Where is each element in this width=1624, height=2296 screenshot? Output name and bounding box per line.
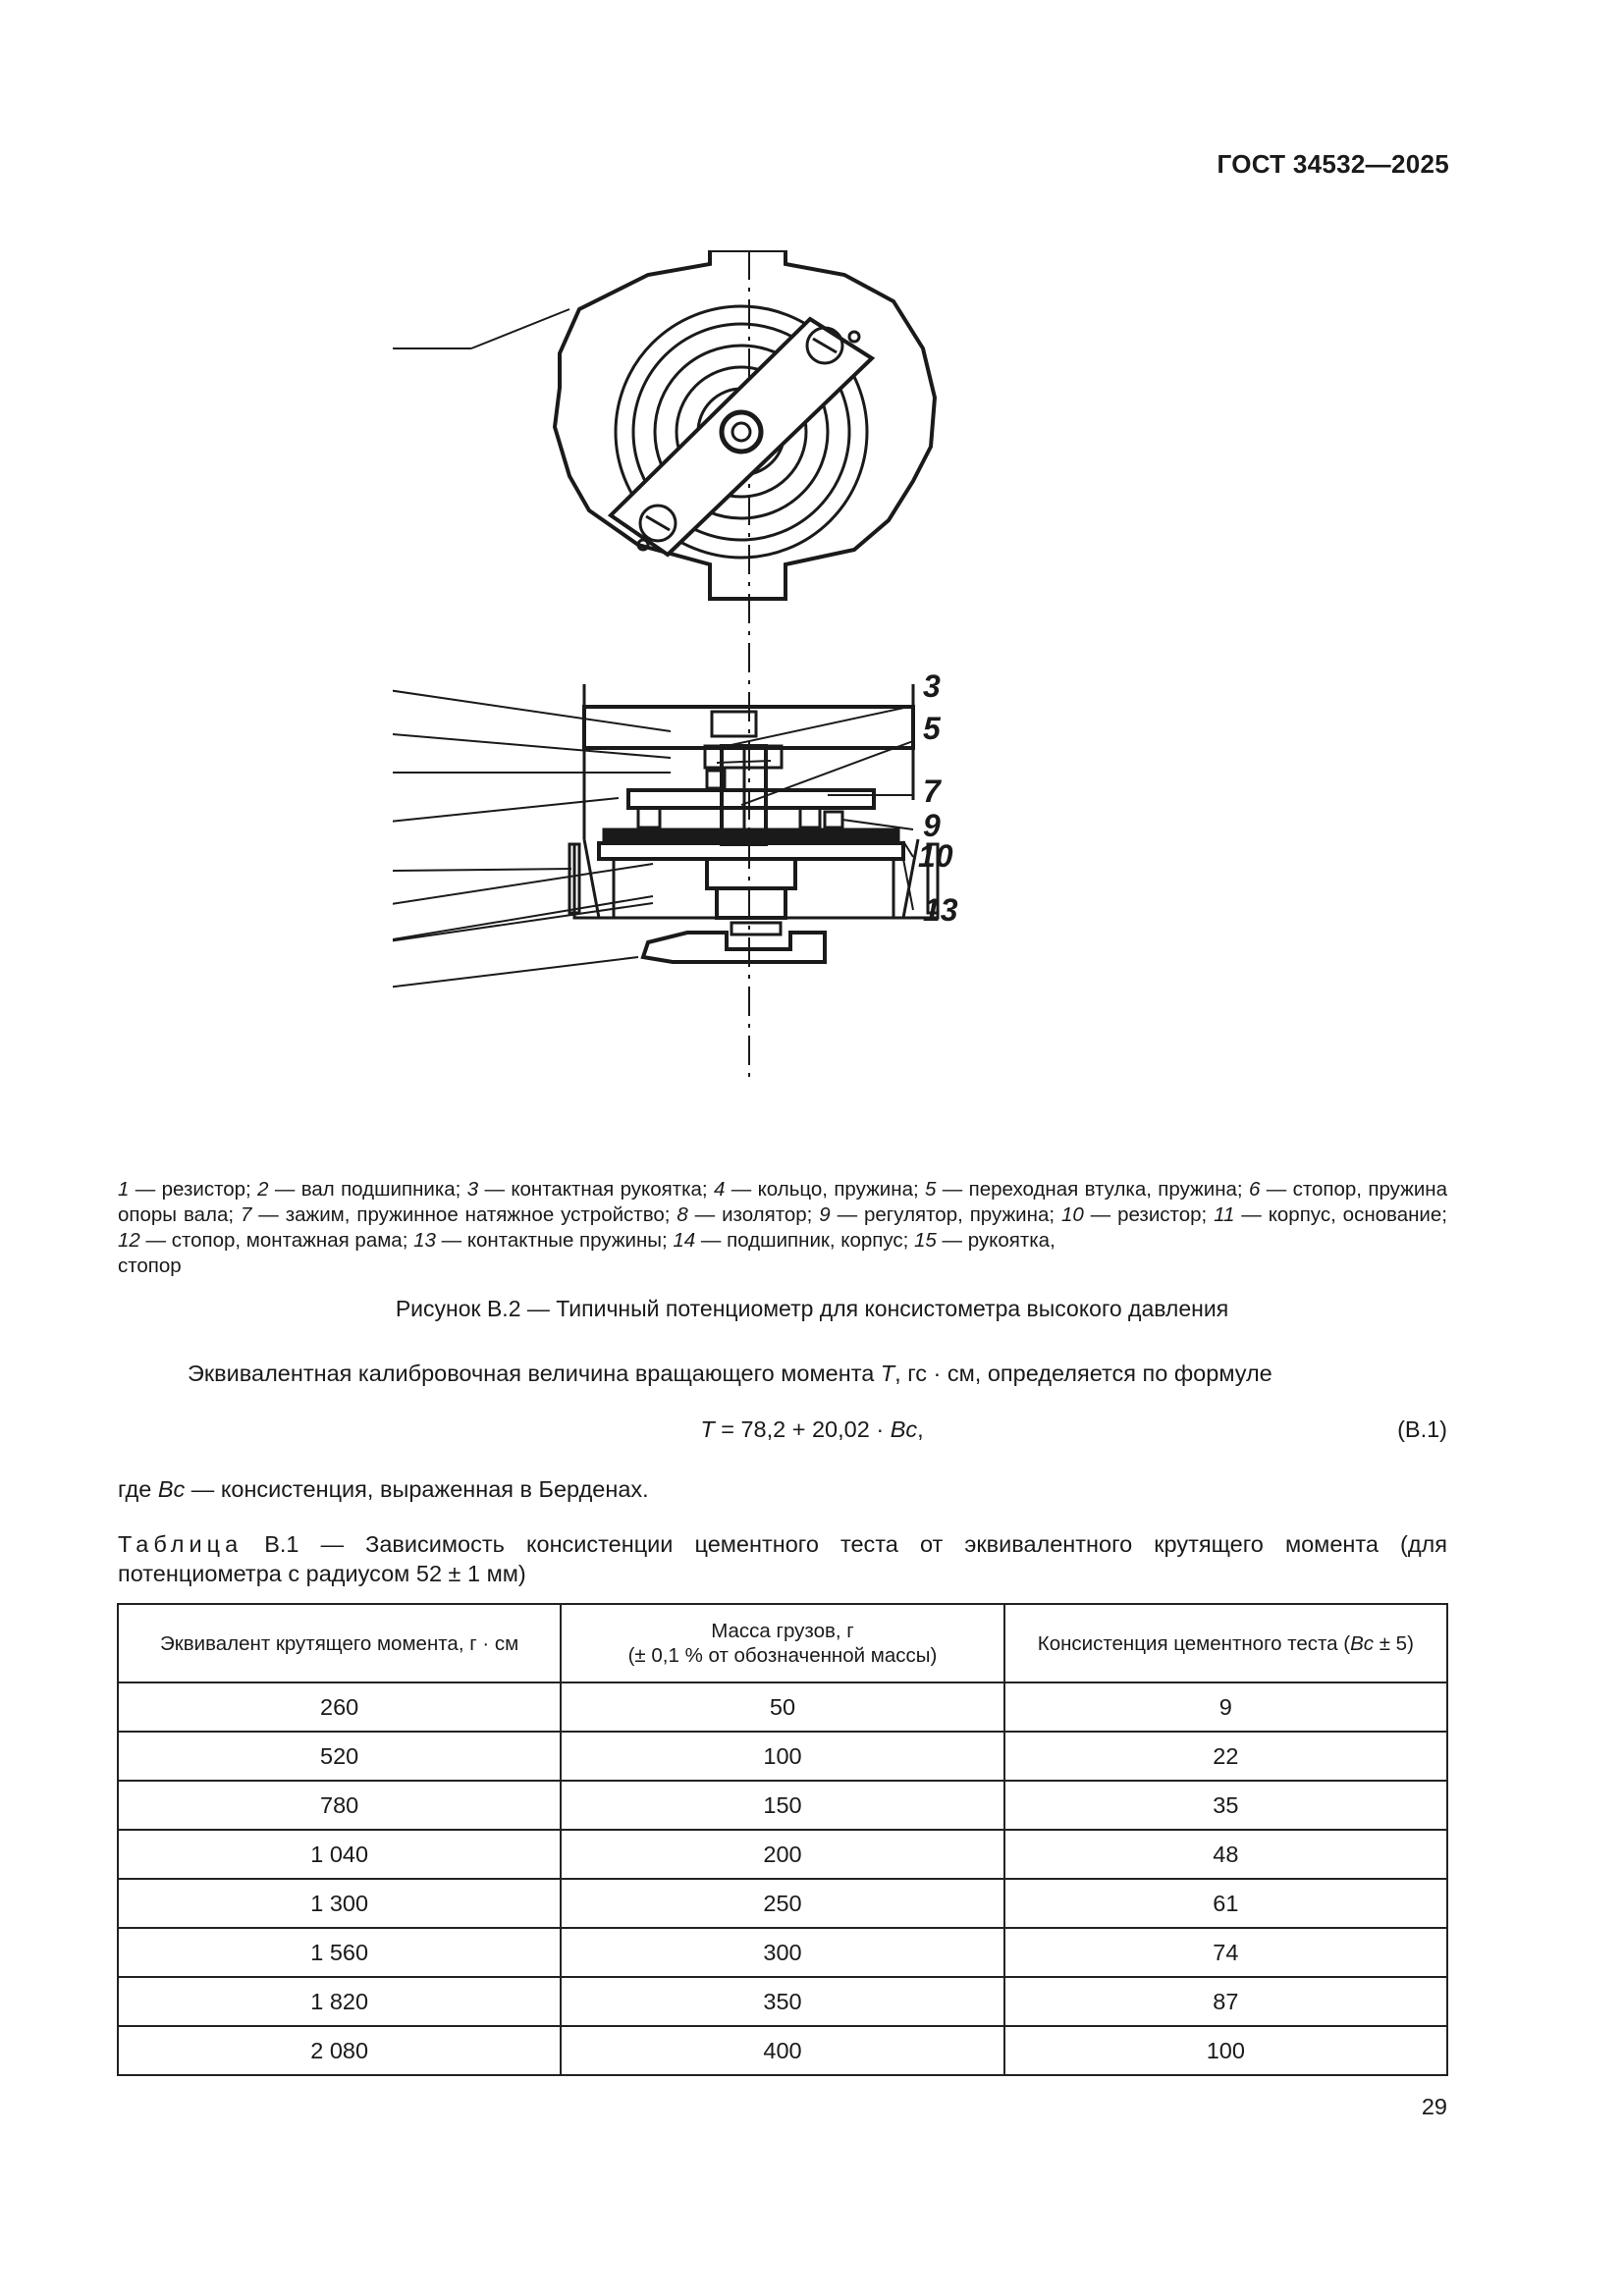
legend-item: 11 — корпус, основание;	[1214, 1203, 1447, 1226]
table-cell: 2 080	[116, 2025, 563, 2076]
callout-3: 3	[923, 668, 941, 704]
table-cell: 1 040	[116, 1829, 563, 1880]
table-cell: 520	[116, 1731, 563, 1782]
table-cell: 74	[1002, 1927, 1449, 1978]
paragraph-where: где Вс — консистенция, выраженная в Берд…	[118, 1476, 649, 1502]
legend-item: 4 — кольцо, пружина;	[713, 1178, 926, 1201]
legend-item: 1 — резистор;	[118, 1178, 258, 1201]
legend-tail: стопор	[118, 1255, 182, 1277]
legend-item: 2 — вал подшипника;	[257, 1178, 467, 1201]
header-mass: Масса грузов, г(± 0,1 % от обозначенной …	[560, 1603, 1005, 1683]
table-cell: 400	[560, 2025, 1005, 2076]
table-cell: 50	[560, 1682, 1005, 1733]
legend-item: 5 — переходная втулка, пружина;	[925, 1178, 1249, 1201]
legend-item: 6 — стопор, пружина опоры вала;	[118, 1178, 1447, 1226]
table-cell: 100	[1002, 2025, 1449, 2076]
table-cell: 1 300	[116, 1878, 563, 1929]
table-cell: 61	[1002, 1878, 1449, 1929]
callout-9: 9	[923, 808, 941, 843]
callout-7: 7	[923, 774, 943, 809]
figure-legend: 1 — резистор; 2 — вал подшипника; 3 — ко…	[118, 1177, 1447, 1279]
callout-5: 5	[923, 711, 942, 746]
figure-caption: Рисунок В.2 — Типичный потенциометр для …	[395, 1296, 1229, 1321]
legend-item: 14 — подшипник, корпус;	[673, 1229, 915, 1252]
formula: T = 78,2 + 20,02 · Вс,	[700, 1416, 924, 1442]
callout-13: 13	[923, 892, 958, 928]
potentiometer-figure: 1 2 3 4 5 6 7 8 9 10 11 12 13 14 15	[280, 248, 1257, 1153]
table-caption: Таблица В.1 — Зависимость консистенции ц…	[118, 1531, 1447, 1586]
legend-item: 13 — контактные пружины;	[413, 1229, 674, 1252]
paragraph-torque: Эквивалентная калибровочная величина вра…	[188, 1361, 1272, 1386]
legend-item: 3 — контактная рукоятка;	[466, 1178, 714, 1201]
table-cell: 87	[1002, 1976, 1449, 2027]
table-cell: 350	[560, 1976, 1005, 2027]
table-cell: 250	[560, 1878, 1005, 1929]
table-cell: 9	[1002, 1682, 1449, 1733]
table-cell: 1 560	[116, 1927, 563, 1978]
legend-item: 10 — резистор;	[1060, 1203, 1215, 1226]
legend-item: 12 — стопор, монтажная рама;	[118, 1229, 414, 1252]
consistency-table: Эквивалент крутящего момента, г · см Мас…	[116, 1603, 1449, 2076]
header-consistency: Консистенция цементного теста (Вс ± 5)	[1002, 1603, 1449, 1683]
legend-item: 8 — изолятор;	[677, 1203, 820, 1226]
potentiometer-drawing: 1 2 3 4 5 6 7 8 9 10 11 12 13 14 15	[280, 248, 958, 1085]
table-header-row: Эквивалент крутящего момента, г · см Мас…	[116, 1603, 1449, 1683]
legend-item: 7 — зажим, пружинное натяжное устройство…	[240, 1203, 677, 1226]
callout-10: 10	[918, 838, 953, 874]
table-cell: 300	[560, 1927, 1005, 1978]
document-header: ГОСТ 34532—2025	[1217, 149, 1449, 179]
table-cell: 48	[1002, 1829, 1449, 1880]
formula-number: (В.1)	[1397, 1416, 1447, 1442]
table-cell: 260	[116, 1682, 563, 1733]
table-cell: 1 820	[116, 1976, 563, 2027]
legend-item: 9 — регулятор, пружина;	[819, 1203, 1061, 1226]
figure-callouts: 1 2 3 4 5 6 7 8 9 10 11 12 13 14 15	[280, 317, 958, 1018]
table-cell: 780	[116, 1780, 563, 1831]
legend-item: 15 — рукоятка,	[914, 1229, 1056, 1252]
table-cell: 35	[1002, 1780, 1449, 1831]
page-number: 29	[1421, 2094, 1447, 2119]
table-cell: 22	[1002, 1731, 1449, 1782]
table-cell: 150	[560, 1780, 1005, 1831]
header-torque: Эквивалент крутящего момента, г · см	[116, 1603, 563, 1683]
table-cell: 200	[560, 1829, 1005, 1880]
table-cell: 100	[560, 1731, 1005, 1782]
